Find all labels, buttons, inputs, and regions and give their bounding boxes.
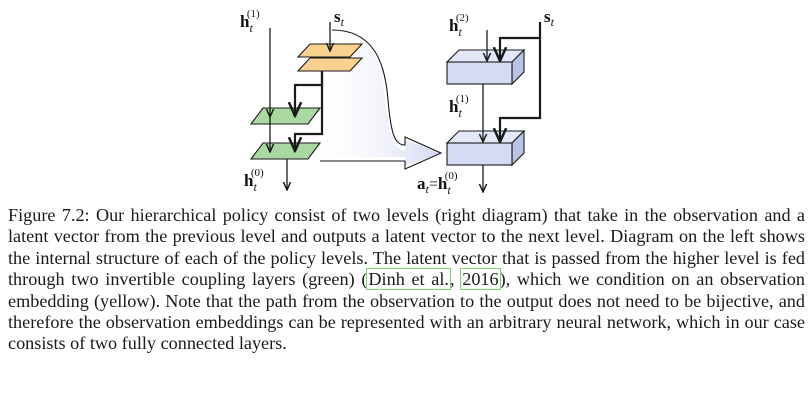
right-label-h-t-2: ht(2)	[449, 12, 469, 39]
figure-label: Figure 7.2:	[8, 205, 90, 225]
conditioning-path-bottom	[295, 71, 324, 151]
left-label-h-t-0: ht(0)	[244, 167, 264, 194]
expansion-arrow-outline	[320, 29, 443, 170]
citation-link-year[interactable]: 2016	[460, 268, 501, 291]
left-label-s-t: st	[334, 7, 345, 29]
citation-link-authors[interactable]: Dinh et al.	[366, 268, 451, 291]
caption-text-part1: Our hierarchical policy consist of two l…	[8, 205, 805, 290]
policy-level-upper	[445, 48, 526, 86]
coupling-layer-bottom	[249, 142, 322, 160]
right-st-path-upper	[500, 22, 542, 61]
coupling-layer-top	[249, 107, 322, 125]
right-st-path-lower	[500, 38, 542, 142]
hierarchical-policy-diagram: ht(1) st ht(0) ht(2) st ht(1) at=ht(0)	[240, 7, 555, 197]
left-label-h-t-1: ht(1)	[240, 8, 260, 35]
policy-level-lower	[445, 129, 526, 167]
caption-text-part2: ), which we condition on an observation …	[8, 269, 805, 354]
right-label-h-t-1: ht(1)	[449, 93, 469, 120]
citation-separator: ,	[449, 269, 462, 290]
observation-embedding-layer-bottom	[296, 57, 364, 72]
right-label-s-t: st	[544, 7, 555, 29]
right-label-a-t-eq-h-t-0: at=ht(0)	[417, 170, 458, 197]
figure-caption: Figure 7.2: Our hierarchical policy cons…	[8, 205, 805, 355]
